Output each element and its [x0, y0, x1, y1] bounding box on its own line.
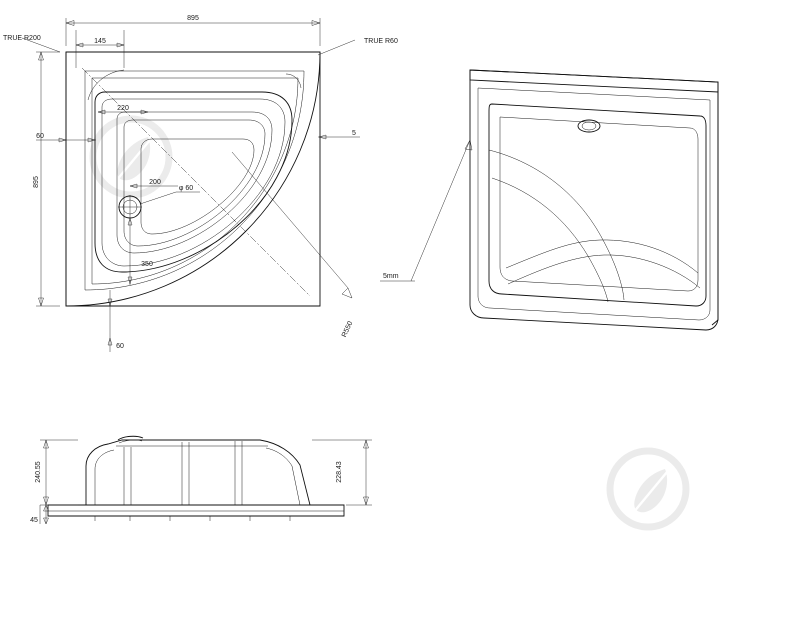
dim-60-left: 60: [36, 133, 44, 140]
leaf-watermark-1: [89, 115, 173, 199]
dim-diameter-60: φ 60: [179, 185, 193, 192]
label-true-r60: TRUE R60: [364, 38, 398, 45]
dim-200: 200: [149, 179, 161, 186]
dim-220: 220: [117, 105, 129, 112]
top-view: 895 895 TRUE R200 TRUE R60 145 220: [3, 15, 398, 352]
dim-width-895: 895: [187, 15, 199, 22]
front-section-view: 240.55 228.43 45: [30, 435, 372, 525]
dim-240-55: 240.55: [35, 461, 42, 483]
isometric-view: 5mm: [380, 69, 719, 331]
dim-60-bottom: 60: [116, 343, 124, 350]
dim-height-895: 895: [33, 176, 40, 188]
label-5mm-thickness: 5mm: [383, 273, 399, 280]
dim-145: 145: [94, 38, 106, 45]
leaf-watermark-2: [606, 447, 690, 531]
label-true-r200: TRUE R200: [3, 35, 41, 42]
dim-5: 5: [352, 130, 356, 137]
dim-350: 350: [141, 261, 153, 268]
label-r550: R550: [341, 320, 354, 338]
dim-228-43: 228.43: [336, 461, 343, 483]
dim-45: 45: [30, 517, 38, 524]
